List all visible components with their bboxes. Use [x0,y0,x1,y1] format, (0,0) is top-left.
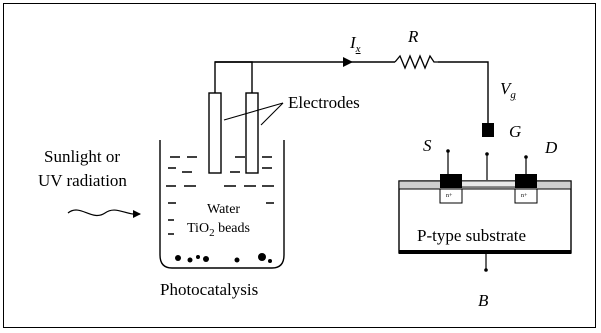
water-surface [166,156,274,235]
uv-radiation-label: UV radiation [38,171,127,190]
source-label: S [423,136,432,155]
photocatalysis-label: Photocatalysis [160,280,259,299]
electrodes [208,92,259,174]
electrode-pointers [223,102,284,126]
resistor-label: R [408,27,419,46]
gate-label: G [509,122,522,141]
electrodes-label: Electrodes [288,93,360,112]
tio2-beads-label: TiO2 beads [187,221,250,239]
sunlight-label: Sunlight or [44,147,121,166]
mosfet [398,174,572,254]
resistor [394,54,438,70]
figure-frame [3,3,596,328]
n-plus-right-label: n+ [521,193,528,199]
current-label: Ix [350,33,361,55]
tio2-beads [175,253,272,263]
terminal-leads [447,151,527,270]
wires [214,61,489,123]
substrate-label: P-type substrate [417,226,527,245]
n-plus-left-label: n+ [446,193,453,199]
beaker [159,140,285,269]
body-label: B [478,291,489,310]
water-label: Water [207,202,241,217]
sunlight-arrow [67,209,141,218]
current-arrow [343,57,353,67]
terminal-dots [446,149,528,272]
drain-label: D [545,138,558,157]
gate-electrode [482,123,494,137]
gate-voltage-label: Vg [500,79,516,101]
